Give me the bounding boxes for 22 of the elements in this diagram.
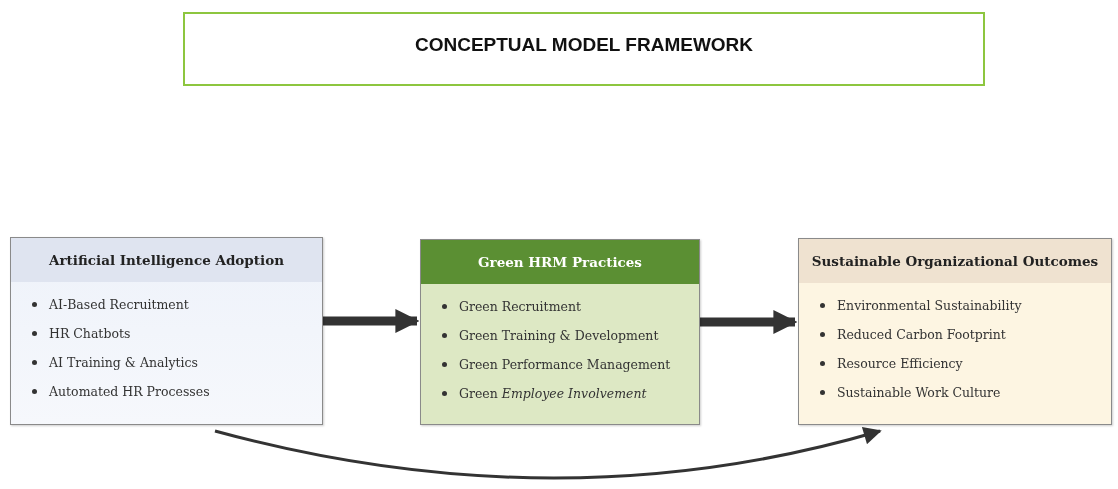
bullet-item: Green Employee Involvement bbox=[459, 386, 647, 401]
bullet-item: Resource Efficiency bbox=[837, 356, 963, 371]
bullet-item: Environmental Sustainability bbox=[837, 298, 1022, 313]
title-box: CONCEPTUAL MODEL FRAMEWORK bbox=[183, 12, 985, 86]
arrow bbox=[323, 309, 420, 333]
bullet-item: Green Recruitment bbox=[459, 299, 581, 314]
bullet-item: Green Performance Management bbox=[459, 357, 671, 372]
box-heading: Artificial Intelligence Adoption bbox=[11, 238, 322, 282]
bullet-item: Reduced Carbon Footprint bbox=[837, 327, 1006, 342]
arrow bbox=[700, 310, 798, 334]
bullet-item: AI Training & Analytics bbox=[49, 355, 198, 370]
category-box bbox=[420, 239, 700, 425]
bullet-item: HR Chatbots bbox=[49, 326, 131, 341]
box-heading: Sustainable Organizational Outcomes bbox=[799, 239, 1111, 283]
bullet-item: AI-Based Recruitment bbox=[49, 297, 189, 312]
bullet-item: Sustainable Work Culture bbox=[837, 385, 1001, 400]
category-box bbox=[10, 237, 323, 425]
arrow bbox=[214, 426, 882, 480]
bullet-item: Green Training & Development bbox=[459, 328, 659, 343]
bullet-item: Automated HR Processes bbox=[49, 384, 210, 399]
category-box bbox=[798, 238, 1112, 425]
box-heading: Green HRM Practices bbox=[421, 240, 699, 284]
